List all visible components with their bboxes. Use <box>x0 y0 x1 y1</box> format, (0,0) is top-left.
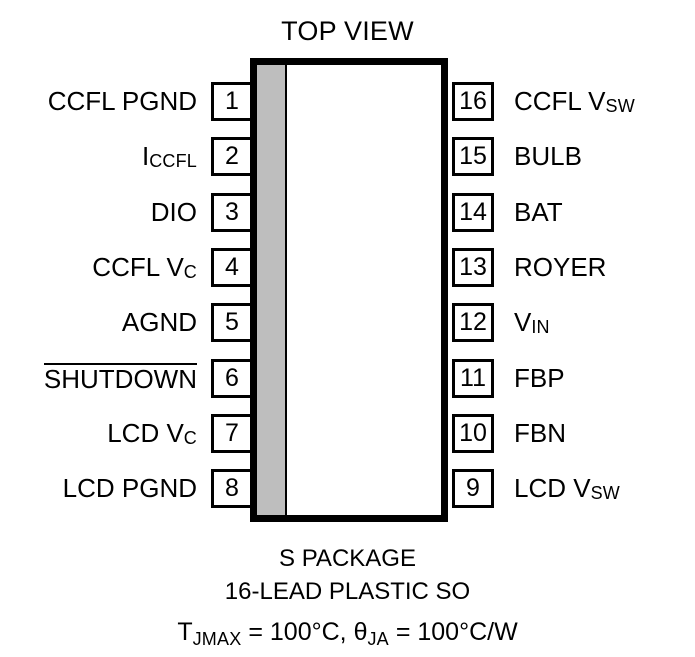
theta-ja-subscript: JA <box>367 629 389 649</box>
pin-label-base: LCD PGND <box>62 473 197 504</box>
pin-label-base: CCFL V <box>92 251 184 282</box>
page-title: TOP VIEW <box>281 16 414 46</box>
pin-box-3[interactable]: 3 <box>211 192 253 232</box>
pin-number: 4 <box>225 252 239 281</box>
package-body <box>250 58 448 522</box>
pin-box-8[interactable]: 8 <box>211 469 253 509</box>
pin-label-6: SHUTDOWN <box>0 359 197 398</box>
pin-label-subscript: IN <box>531 317 550 338</box>
pin-number: 1 <box>225 87 239 115</box>
package-description: 16-LEAD PLASTIC SO <box>224 578 471 605</box>
pin-number: 7 <box>225 418 239 447</box>
pin-label-8: LCD PGND <box>0 469 197 508</box>
pin-number: 13 <box>459 252 487 281</box>
pin-label-base: I <box>141 141 150 172</box>
pin-box-11[interactable]: 11 <box>452 358 494 398</box>
pin-box-12[interactable]: 12 <box>452 303 494 343</box>
pin-label-15: BULB <box>514 137 695 176</box>
pin-label-base: FBN <box>514 417 566 448</box>
pin-label-3: DIO <box>0 193 197 232</box>
thermal-spec: TJMAX = 100°C, θJA = 100°C/W <box>0 617 695 649</box>
pin-label-14: BAT <box>514 193 695 232</box>
pin-label-base: LCD V <box>107 417 184 448</box>
pin-label-subscript: C <box>183 427 197 448</box>
pin-number: 16 <box>459 87 487 115</box>
active-low-overline: SHUTDOWN <box>43 362 197 394</box>
pin-label-base: LCD V <box>514 473 591 504</box>
theta-ja-symbol: θ <box>353 618 368 646</box>
pin-label-subscript: SW <box>590 483 620 504</box>
pin-box-9[interactable]: 9 <box>452 469 494 509</box>
pin-label-subscript: SW <box>605 96 635 116</box>
pin-number: 10 <box>459 418 487 447</box>
pin-label-subscript: CCFL <box>149 151 197 172</box>
tjmax-value: = 100°C, <box>241 618 354 646</box>
pin-label-base: V <box>514 307 532 338</box>
pin-label-base: BAT <box>514 196 563 227</box>
pin-box-2[interactable]: 2 <box>211 137 253 177</box>
pin-label-1: CCFL PGND <box>0 82 197 121</box>
pin-number: 15 <box>459 142 487 171</box>
pin-box-15[interactable]: 15 <box>452 137 494 177</box>
pin-box-1[interactable]: 1 <box>211 82 253 121</box>
tjmax-subscript: JMAX <box>192 629 242 649</box>
pin-number: 3 <box>225 197 239 226</box>
pin-box-16[interactable]: 16 <box>452 82 494 121</box>
pin-label-10: FBN <box>514 414 695 453</box>
pin-number: 12 <box>459 308 487 337</box>
pin-label-base: CCFL PGND <box>47 86 197 116</box>
pin-label-base: DIO <box>150 196 197 227</box>
pin-label-13: ROYER <box>514 248 695 287</box>
pin-label-base: ROYER <box>514 251 607 282</box>
pin-number: 5 <box>225 308 239 337</box>
pin-box-7[interactable]: 7 <box>211 413 253 453</box>
pin-label-base: FBP <box>514 362 565 393</box>
pin-number: 9 <box>466 474 480 503</box>
package-pin1-band <box>257 65 287 515</box>
pin-box-5[interactable]: 5 <box>211 303 253 343</box>
package-name: S PACKAGE <box>279 545 416 572</box>
pin-number: 11 <box>460 363 486 392</box>
pin-number: 6 <box>225 363 239 392</box>
pin-label-5: AGND <box>0 303 197 342</box>
pin-box-10[interactable]: 10 <box>452 413 494 453</box>
pin-label-base: BULB <box>514 141 582 172</box>
pin-label-subscript: C <box>183 261 197 282</box>
pin-label-base: CCFL V <box>514 86 606 116</box>
pin-number: 2 <box>225 142 239 171</box>
pin-label-11: FBP <box>514 359 695 398</box>
pin-box-6[interactable]: 6 <box>211 358 253 398</box>
pin-number: 8 <box>225 474 239 503</box>
pin-box-13[interactable]: 13 <box>452 247 494 287</box>
pin-number: 14 <box>459 197 487 226</box>
tjmax-symbol: T <box>177 618 193 646</box>
pin-label-base: AGND <box>121 307 197 338</box>
pin-box-4[interactable]: 4 <box>211 247 253 287</box>
theta-ja-value: = 100°C/W <box>388 618 518 646</box>
pin-box-14[interactable]: 14 <box>452 192 494 232</box>
pin-label-base: SHUTDOWN <box>43 363 197 394</box>
